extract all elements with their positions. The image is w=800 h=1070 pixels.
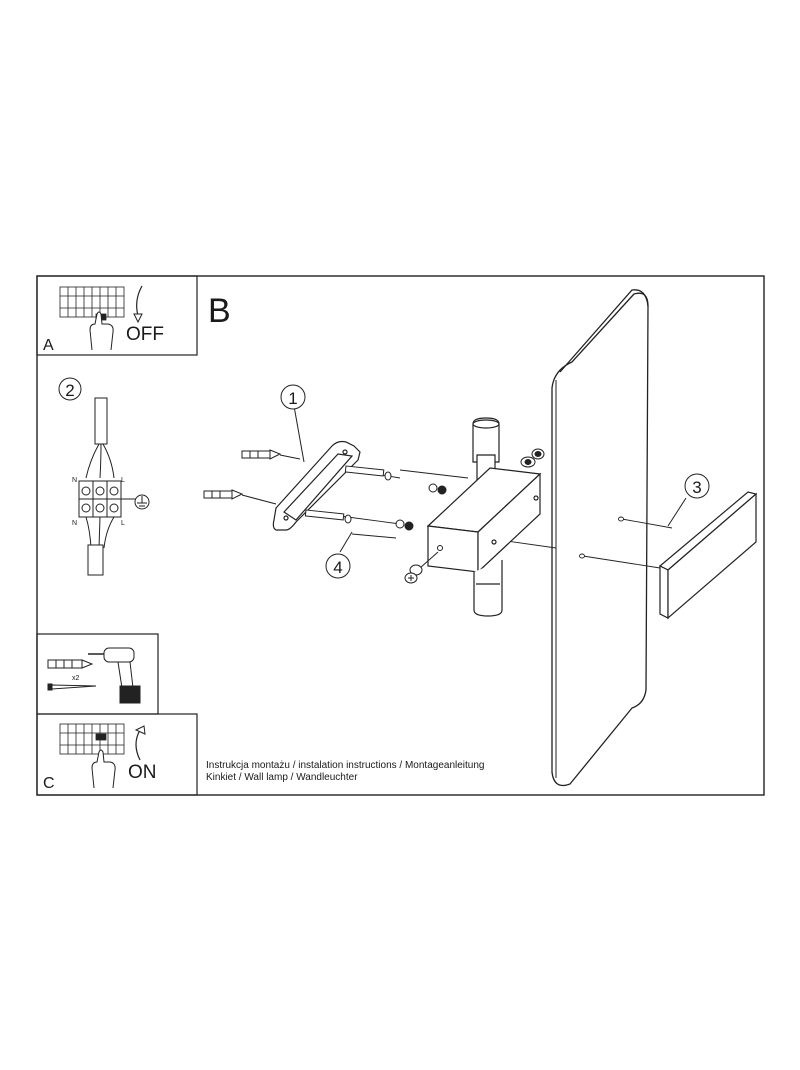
side-washers (395, 483, 447, 531)
step-1-circle (280, 384, 306, 410)
lamp-body (426, 417, 542, 617)
drill-panel-quantity: x2 (72, 675, 80, 682)
panel-c-action-label: ON (128, 762, 157, 783)
earth-symbol-icon (121, 494, 150, 510)
drill-icon (88, 647, 141, 704)
wall-plug-icon (203, 489, 277, 505)
leader-screws-tail (351, 533, 397, 539)
main-frame (36, 275, 765, 796)
hand-icon (89, 311, 114, 351)
terminal-block-icon (59, 723, 125, 755)
panel-a: OFF A (36, 275, 198, 356)
lamp-cable (87, 544, 104, 576)
panel-c: ON C (36, 713, 198, 796)
panel-a-frame (36, 275, 198, 356)
wall-plug-icon (47, 659, 94, 669)
panel-b-letter: B (208, 292, 231, 330)
terminal-label-n-top: N (72, 477, 77, 484)
wiring-diagram: 2 N L N L (58, 377, 150, 576)
supply-cable (94, 397, 108, 445)
panel-a-letter: A (43, 337, 54, 354)
step-3-circle (684, 473, 710, 499)
panel-b: B 3 (203, 289, 758, 787)
rotate-arrow-head (133, 313, 143, 324)
leader-screws (339, 531, 353, 553)
wall-hole-upper (618, 516, 624, 522)
leader-bracket (293, 405, 305, 463)
step-2-number: 2 (65, 381, 74, 400)
caption-line-2: Kinkiet / Wall lamp / Wandleuchter (206, 772, 358, 783)
terminal-label-n-bottom: N (72, 520, 77, 527)
wall-panel (551, 289, 649, 787)
screw-icon (47, 683, 97, 691)
step-1-number: 1 (288, 389, 297, 408)
bracket-screws (304, 465, 392, 524)
terminal-label-l-top: L (121, 477, 125, 484)
step-3-number: 3 (692, 478, 701, 497)
rotate-arrow-head (134, 725, 146, 735)
rotate-arrow-icon (135, 729, 141, 761)
step-2-circle (58, 377, 82, 401)
wall-plug-icon (241, 449, 301, 460)
terminal-block-icon (59, 286, 125, 321)
caption-line-1: Instrukcja montażu / instalation instruc… (206, 760, 485, 771)
front-screw (404, 545, 443, 584)
top-nut (520, 448, 545, 468)
lamp-wires (85, 516, 115, 549)
leader-shade (667, 497, 687, 527)
step-4-circle (325, 553, 351, 579)
drill-panel: x2 (36, 633, 159, 715)
wall-hole-lower (579, 553, 585, 559)
rotate-arrow-icon (136, 285, 143, 317)
shade-plate (658, 491, 758, 620)
step-4-number: 4 (333, 558, 342, 577)
supply-wires (85, 443, 115, 479)
panel-c-letter: C (43, 775, 55, 792)
panel-a-action-label: OFF (126, 324, 164, 345)
terminal-label-l-bottom: L (121, 520, 125, 527)
mounting-bracket (272, 440, 361, 531)
hand-icon (91, 749, 116, 789)
panel-c-frame (36, 713, 198, 796)
terminal-connector (78, 480, 122, 518)
